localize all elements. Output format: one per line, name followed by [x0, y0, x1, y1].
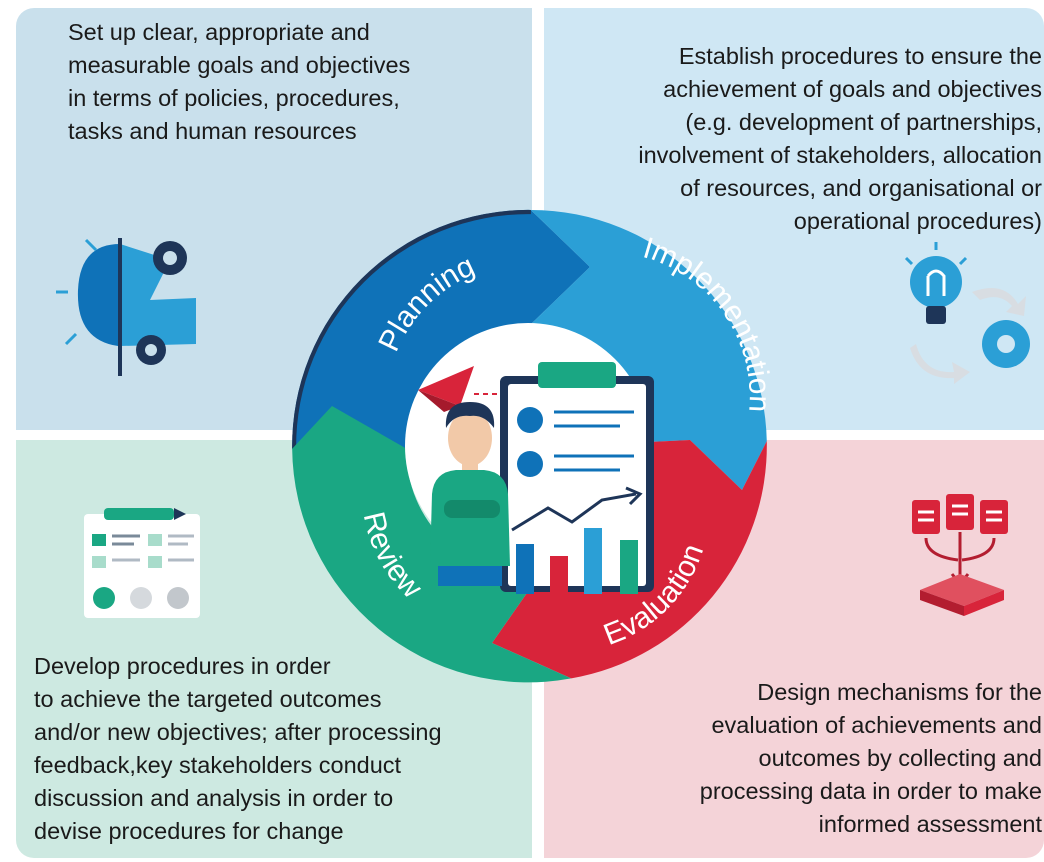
person-clipboard-chart-icon [418, 362, 654, 594]
implementation-description: Establish procedures to ensure the achie… [638, 43, 1042, 234]
brain-gear-icon [56, 238, 196, 376]
planning-segment [292, 209, 590, 449]
evaluation-description: Design mechanisms for the evaluation of … [699, 679, 1042, 837]
feedback-checklist-icon [84, 508, 200, 618]
implementation-segment [530, 209, 767, 490]
implementation-panel: Establish procedures to ensure the achie… [544, 8, 1044, 430]
review-description: Develop procedures in order to achieve t… [34, 653, 442, 844]
lightbulb-gear-cycle-icon [904, 242, 1030, 384]
planning-description: Set up clear, appropriate and measurable… [68, 19, 411, 144]
documents-to-tray-icon [912, 494, 1008, 616]
planning-panel: Set up clear, appropriate and measurable… [16, 8, 532, 430]
